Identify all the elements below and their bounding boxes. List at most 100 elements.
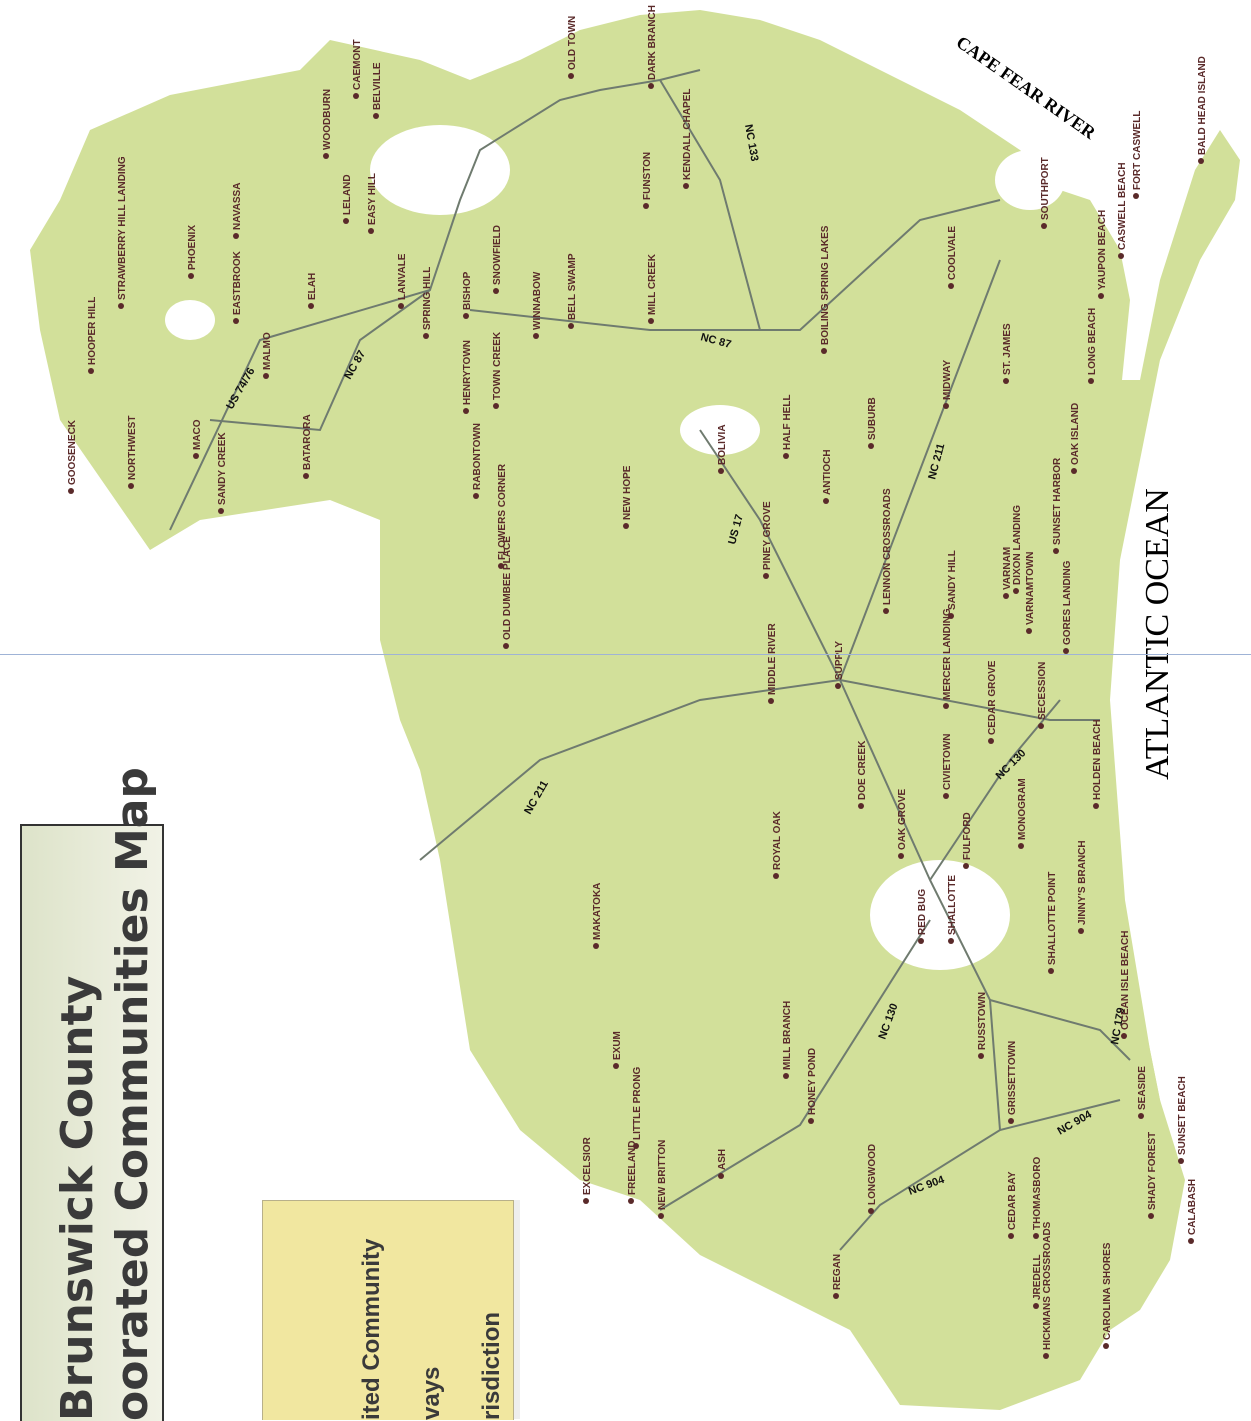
community-label: JREDELL bbox=[1032, 1254, 1043, 1300]
community-marker bbox=[718, 1173, 724, 1179]
community-marker bbox=[1033, 1233, 1039, 1239]
community-label: GOOSENECK bbox=[67, 419, 78, 485]
community-label: OAK ISLAND bbox=[1070, 403, 1081, 465]
community-label: OCEAN ISLE BEACH bbox=[1120, 931, 1131, 1030]
community-label: BOLIVIA bbox=[717, 424, 728, 465]
community-marker bbox=[763, 573, 769, 579]
community-marker bbox=[1003, 593, 1009, 599]
community-label: WINNABOW bbox=[532, 271, 543, 330]
community-label: THOMASBORO bbox=[1032, 1156, 1043, 1230]
community-label: OLD TOWN bbox=[567, 16, 578, 70]
community-marker bbox=[943, 403, 949, 409]
community-label: MILL CREEK bbox=[647, 253, 658, 315]
community-marker bbox=[1121, 1033, 1127, 1039]
community-label: COOLVALE bbox=[947, 226, 958, 280]
legend-item-roadways: vays bbox=[418, 1366, 445, 1420]
community-label: SHADY FOREST bbox=[1147, 1132, 1158, 1210]
community-marker bbox=[1038, 723, 1044, 729]
community-label: EASTBROOK bbox=[232, 250, 243, 315]
community-marker bbox=[1138, 1113, 1144, 1119]
community-label: NEW HOPE bbox=[622, 465, 633, 520]
community-label: SHALLOTTE bbox=[947, 875, 958, 935]
community-marker bbox=[948, 938, 954, 944]
community-marker bbox=[1008, 1233, 1014, 1239]
community-label: TOWN CREEK bbox=[492, 331, 503, 400]
community-marker bbox=[948, 283, 954, 289]
community-label: LELAND bbox=[342, 174, 353, 215]
community-marker bbox=[188, 273, 194, 279]
community-label: RABONTOWN bbox=[472, 423, 483, 490]
community-label: FUNSTON bbox=[642, 152, 653, 200]
community-marker bbox=[193, 453, 199, 459]
community-marker bbox=[1088, 378, 1094, 384]
community-marker bbox=[343, 218, 349, 224]
community-label: CALABASH bbox=[1187, 1179, 1198, 1235]
community-marker bbox=[1133, 193, 1139, 199]
community-label: NORTHWEST bbox=[127, 416, 138, 480]
community-marker bbox=[898, 853, 904, 859]
community-marker bbox=[568, 73, 574, 79]
community-label: BISHOP bbox=[462, 271, 473, 310]
community-marker bbox=[398, 303, 404, 309]
community-marker bbox=[503, 643, 509, 649]
leland-area bbox=[370, 125, 510, 215]
community-label: RUSSTOWN bbox=[977, 992, 988, 1050]
community-marker bbox=[463, 408, 469, 414]
community-label: KENDALL CHAPEL bbox=[682, 89, 693, 180]
community-label: MONOGRAM bbox=[1017, 778, 1028, 840]
title-panel: Brunswick County oorated Communities Map bbox=[20, 767, 164, 1421]
community-label: REGAN bbox=[832, 1254, 843, 1290]
community-marker bbox=[683, 183, 689, 189]
cape-fear-river bbox=[990, 60, 1180, 210]
legend-item-jurisdiction: risdiction bbox=[478, 1311, 505, 1420]
community-marker bbox=[533, 333, 539, 339]
community-label: MAKATOKA bbox=[592, 883, 603, 940]
community-marker bbox=[583, 1198, 589, 1204]
community-label: RED BUG bbox=[917, 889, 928, 935]
community-marker bbox=[918, 938, 924, 944]
community-label: ANTIOCH bbox=[822, 449, 833, 495]
community-marker bbox=[1148, 1213, 1154, 1219]
community-marker bbox=[943, 703, 949, 709]
community-label: LONG BEACH bbox=[1087, 308, 1098, 375]
community-marker bbox=[368, 228, 374, 234]
community-label: CAROLINA SHORES bbox=[1102, 1242, 1113, 1340]
community-label: ROYAL OAK bbox=[772, 810, 783, 870]
community-marker bbox=[1048, 968, 1054, 974]
community-label: CIVIETOWN bbox=[942, 734, 953, 790]
community-marker bbox=[88, 368, 94, 374]
community-label: LANVALE bbox=[397, 253, 408, 300]
shallotte-town bbox=[870, 860, 1010, 970]
guide-line bbox=[0, 654, 1251, 655]
community-label: PINEY GROVE bbox=[762, 501, 773, 570]
community-marker bbox=[833, 1293, 839, 1299]
community-marker bbox=[303, 473, 309, 479]
community-marker bbox=[493, 403, 499, 409]
community-label: MILL BRANCH bbox=[782, 1001, 793, 1070]
community-marker bbox=[1063, 648, 1069, 654]
community-marker bbox=[308, 303, 314, 309]
community-marker bbox=[1093, 803, 1099, 809]
community-marker bbox=[68, 488, 74, 494]
community-marker bbox=[1103, 1343, 1109, 1349]
map-title-line-1: Brunswick County bbox=[52, 975, 103, 1421]
community-label: BATARORA bbox=[302, 414, 313, 470]
community-marker bbox=[423, 333, 429, 339]
community-label: LENNON CROSSROADS bbox=[882, 488, 893, 605]
community-marker bbox=[353, 93, 359, 99]
community-label: HALF HELL bbox=[782, 394, 793, 450]
community-label: DARK BRANCH bbox=[647, 5, 658, 80]
community-marker bbox=[1118, 253, 1124, 259]
community-label: DIXON LANDING bbox=[1012, 505, 1023, 585]
community-label: SECESSION bbox=[1037, 662, 1048, 720]
community-label: SEASIDE bbox=[1137, 1066, 1148, 1110]
community-marker bbox=[1013, 588, 1019, 594]
community-label: MIDDLE RIVER bbox=[767, 623, 778, 695]
community-marker bbox=[1178, 1158, 1184, 1164]
community-marker bbox=[633, 1143, 639, 1149]
community-marker bbox=[783, 453, 789, 459]
barrier-island bbox=[1090, 130, 1240, 1150]
northwest-area bbox=[165, 300, 215, 340]
